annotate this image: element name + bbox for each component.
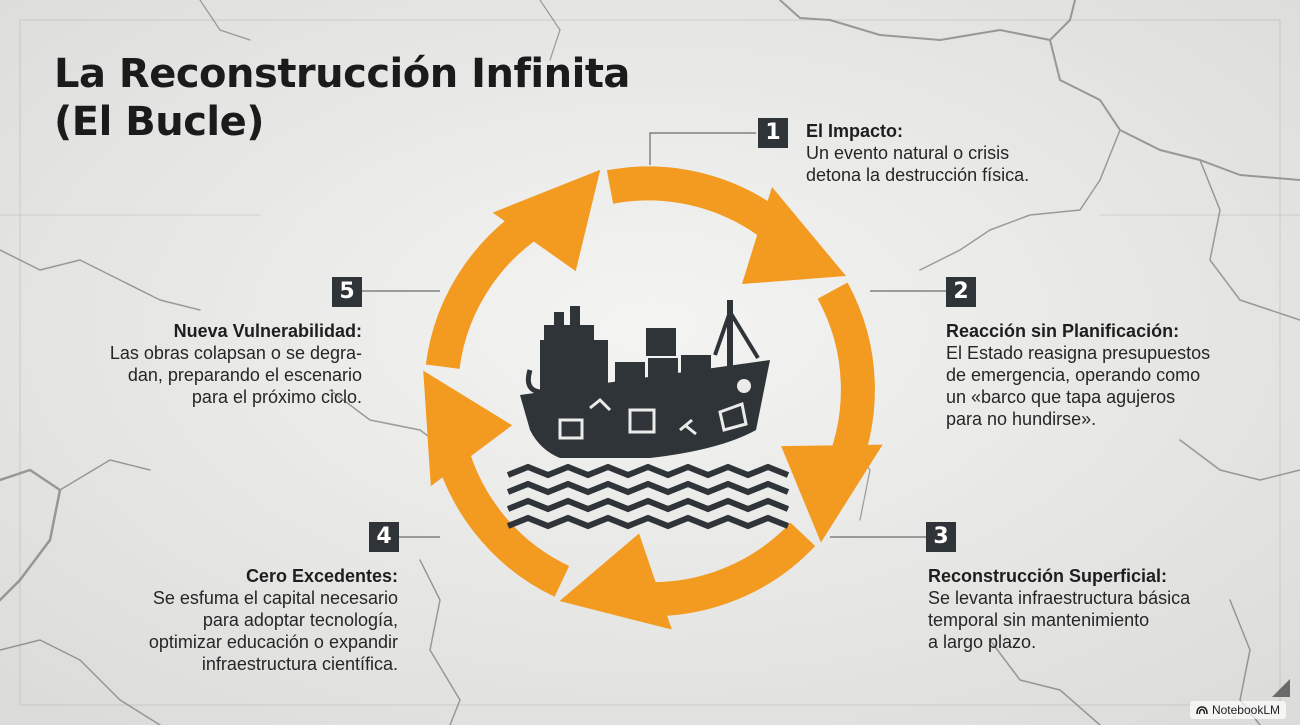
- step-5-line-2: dan, preparando el escenario: [127, 365, 362, 385]
- step-3-line-3: a largo plazo.: [928, 632, 1037, 652]
- step-4-heading: Cero Excedentes:: [245, 566, 398, 586]
- step-3-number: 3: [926, 522, 956, 552]
- notebooklm-logo-icon: [1196, 706, 1208, 715]
- sinking-patched-ship-icon: [506, 300, 790, 530]
- step-3-heading: Reconstrucción Superficial:: [928, 566, 1168, 586]
- step-5-text: Nueva Vulnerabilidad: Las obras colapsan…: [110, 320, 362, 408]
- page-title: La Reconstrucción Infinita (El Bucle): [54, 50, 630, 146]
- page-corner-fold: [1272, 679, 1290, 697]
- step-1-line-2: detona la destrucción física.: [806, 165, 1030, 185]
- step-5-line-1: Las obras colapsan o se degra-: [109, 343, 362, 363]
- step-1-heading: El Impacto:: [806, 121, 904, 141]
- step-5-heading: Nueva Vulnerabilidad:: [173, 321, 362, 341]
- step-4-line-3: optimizar educación o expandir: [148, 632, 398, 652]
- step-2-text: Reacción sin Planificación: El Estado re…: [946, 320, 1210, 430]
- step-2-number: 2: [946, 277, 976, 307]
- step-3-line-1: Se levanta infraestructura básica: [928, 588, 1191, 608]
- step-1-text: El Impacto: Un evento natural o crisis d…: [806, 120, 1029, 186]
- step-2-line-1: El Estado reasigna presupuestos: [946, 343, 1211, 363]
- step-4-number: 4: [369, 522, 399, 552]
- brand-watermark: NotebookLM: [1189, 701, 1286, 719]
- cycle-arrow-2: [740, 290, 900, 546]
- step-5-number: 5: [332, 277, 362, 307]
- reconstruction-cycle-diagram: [400, 130, 900, 650]
- step-2-line-3: un «barco que tapa agujeros: [946, 387, 1176, 407]
- step-3-line-2: temporal sin mantenimiento: [928, 610, 1150, 630]
- step-4-line-4: infraestructura científica.: [201, 654, 398, 674]
- step-5-line-3: para el próximo ciclo.: [191, 387, 362, 407]
- brand-name: NotebookLM: [1211, 703, 1280, 717]
- step-1-line-1: Un evento natural o crisis: [806, 143, 1010, 163]
- step-2-line-4: para no hundirse».: [946, 409, 1097, 429]
- step-3-text: Reconstrucción Superficial: Se levanta i…: [928, 565, 1190, 653]
- step-1-number: 1: [758, 118, 788, 148]
- step-2-heading: Reacción sin Planificación:: [946, 321, 1180, 341]
- step-4-text: Cero Excedentes: Se esfuma el capital ne…: [149, 565, 398, 675]
- step-4-line-1: Se esfuma el capital necesario: [152, 588, 398, 608]
- title-line-2: (El Bucle): [54, 99, 265, 145]
- title-line-1: La Reconstrucción Infinita: [54, 51, 630, 97]
- step-4-line-2: para adoptar tecnología,: [202, 610, 398, 630]
- step-2-line-2: de emergencia, operando como: [946, 365, 1201, 385]
- cycle-arrow-1: [610, 183, 846, 284]
